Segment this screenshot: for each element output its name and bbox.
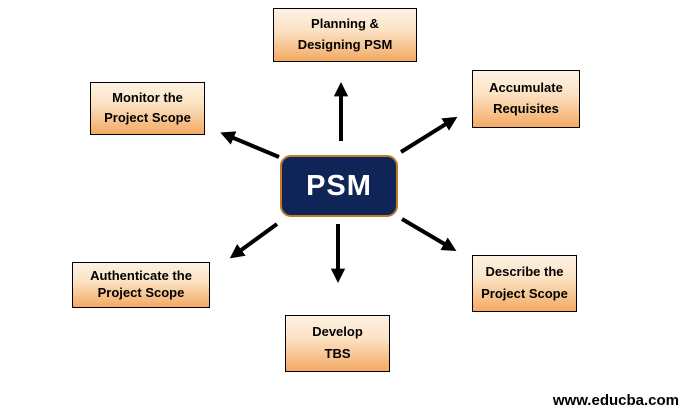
node-label-line: Project Scope [97,285,185,301]
node-label-line: Requisites [493,101,559,117]
node-describe-project-scope: Describe the Project Scope [472,255,577,312]
arrow-to-authenticate [229,222,279,259]
node-label-line: Monitor the [112,90,183,106]
center-node-label: PSM [306,169,372,202]
node-label-line: Project Scope [481,285,568,301]
node-develop-tbs: Develop TBS [285,315,390,372]
center-node-psm: PSM [280,155,398,217]
node-label-line: TBS [324,345,351,361]
arrow-to-monitor [220,131,280,159]
node-label-line: Authenticate the [90,267,192,283]
node-authenticate-project-scope: Authenticate the Project Scope [72,262,210,308]
node-label-line: Describe the [485,264,564,280]
node-planning-designing-psm: Planning & Designing PSM [273,8,417,62]
watermark-text: www.educba.com [552,392,679,409]
node-label-line: Project Scope [104,110,191,125]
node-label-line: Designing PSM [297,36,393,52]
node-label-line: Accumulate [489,79,563,95]
node-accumulate-requisites: Accumulate Requisites [472,70,580,128]
arrow-to-describe [400,217,457,252]
node-label-line: Planning & [311,16,379,32]
arrow-to-accumulate [399,116,458,154]
node-label-line: Develop [312,324,363,340]
node-monitor-project-scope: Monitor the Project Scope [90,82,205,135]
